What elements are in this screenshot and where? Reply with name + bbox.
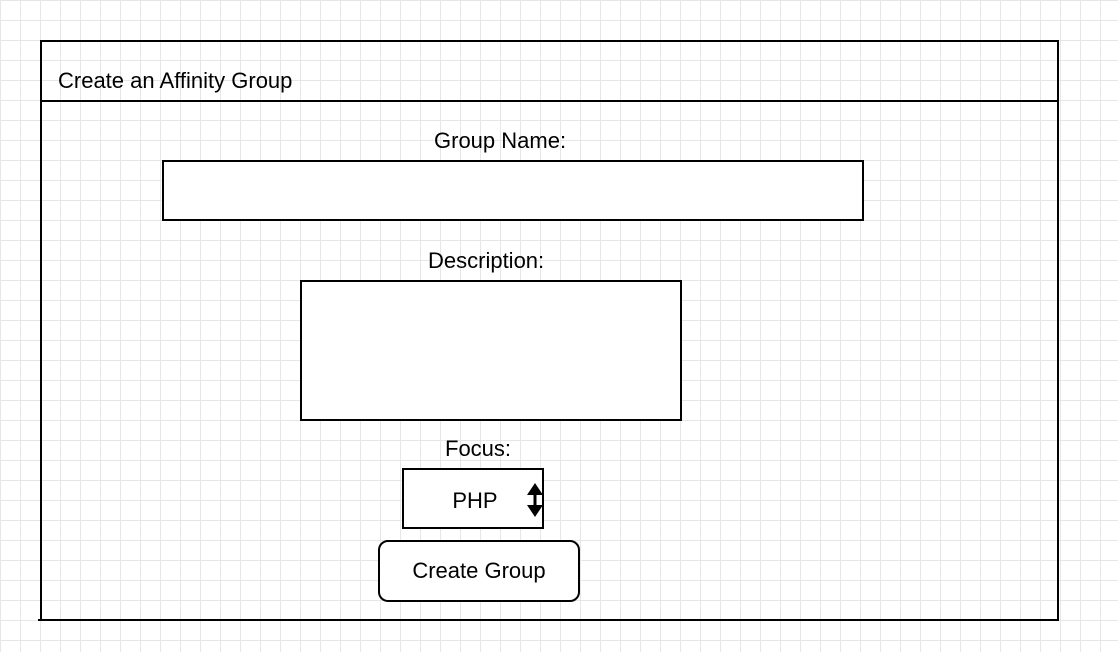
description-textarea[interactable] (300, 280, 682, 421)
create-group-button[interactable]: Create Group (378, 540, 580, 602)
group-name-input[interactable] (162, 160, 864, 221)
title-bar: Create an Affinity Group (42, 42, 1057, 102)
focus-selected-value: PHP (452, 488, 498, 513)
up-down-arrows-icon[interactable] (526, 482, 544, 518)
group-name-label: Group Name: (434, 128, 567, 153)
window-title: Create an Affinity Group (58, 68, 293, 93)
focus-label: Focus: (445, 436, 512, 461)
create-affinity-group-window: Create an Affinity Group (40, 40, 1059, 620)
description-label: Description: (428, 248, 545, 273)
focus-select[interactable]: PHP (402, 468, 544, 529)
window-bottom-border (38, 619, 1059, 621)
